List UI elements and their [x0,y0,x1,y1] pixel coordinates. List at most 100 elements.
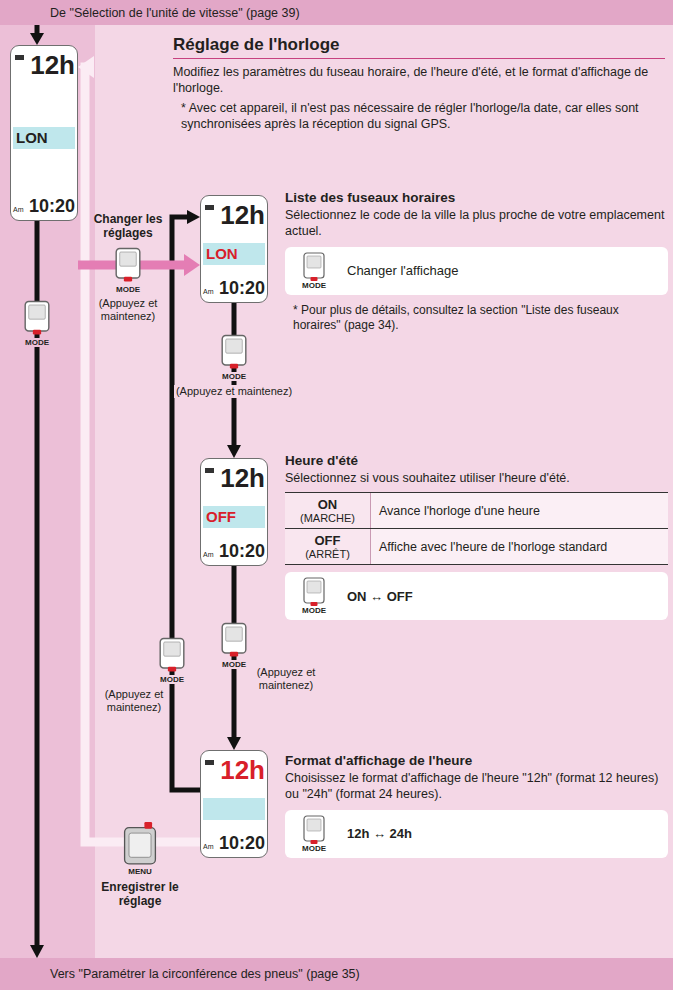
lcd-time: 10:20 [219,279,265,297]
section-title: Réglage de l'horloge [173,35,665,59]
lcd-bottom-row: Am10:20 [203,542,265,560]
mode-button-icon-use [304,578,324,606]
flow-arrow [232,303,237,446]
mode-button-icon [25,301,49,334]
lcd-time: 10:20 [219,542,265,560]
key-icon-column: MODE [297,577,331,615]
edge-label: MODE [23,338,51,347]
lcd-big-digits: 12h [220,757,265,783]
button-instruction: (Appuyez et maintenez) [91,297,165,322]
arrow-head [184,254,200,276]
arrow-head [227,445,241,458]
group-body: Sélectionnez si vous souhaitez utiliser … [285,470,668,486]
mode-button-icon [303,815,325,845]
button-instruction: (Appuyez et maintenez) [174,385,294,398]
group-heading: Format d'affichage de l'heure [285,753,668,768]
lcd-time: 10:20 [219,834,265,852]
group-slot: ON(MARCHE) Avance l'horloge d'une heureOF… [285,492,668,620]
lcd-mode-icon [205,468,214,473]
lcd-band [203,798,265,820]
lcd-big-digits: 12h [220,202,265,228]
setting-group: Format d'affichage de l'heureChoisissez … [285,753,668,858]
key-action-box: MODE ON ↔ OFF [285,572,668,620]
mode-button-icon-use [304,253,324,281]
nav-band: De "Sélection de l'unité de vitesse" (pa… [0,0,673,25]
lcd-mode-icon [205,205,214,210]
section-panel: Réglage de l'horlogeModifiez les paramèt… [95,25,673,958]
arrow-head [187,210,200,224]
group-body: Choisissez le format d'affichage de l'he… [285,770,668,803]
button-name: MODE [114,285,142,294]
flow-arrow [35,25,40,34]
nav-band: Vers "Paramétrer la circonférence des pn… [0,958,673,990]
mode-button-icon [222,335,246,368]
lcd-mode-icon [205,760,214,765]
table-value: Affiche avec l'heure de l'horloge standa… [379,539,607,555]
table-value-cell: Avance l'horloge d'une heure [370,493,668,528]
lcd-mode-icon [15,55,24,60]
arrow-head [30,945,44,958]
button-instruction: (Appuyez et maintenez) [100,688,168,713]
edge-label: MODE [220,660,248,669]
arrow-head [78,56,94,78]
device-screen: 12hAm 10:20 [200,750,268,858]
key-action: 12h ↔ 24h [347,826,412,841]
device-screen: 12hOFF Am10:20 [200,458,268,566]
table-key-cell: OFF(ARRÊT) [285,529,370,564]
section-note: * Avec cet appareil, il n'est pas nécess… [173,100,665,133]
table-key-sub: (MARCHE) [300,512,355,524]
key-action: Changer l'affichage [347,263,458,278]
mode-button-icon [303,577,325,607]
setting-group: Liste des fuseaux horairesSélectionnez l… [285,190,668,334]
table-key-cell: ON(MARCHE) [285,493,370,528]
edge-label: Enregistrer le réglage [92,880,188,909]
table-value-cell: Affiche avec l'heure de l'horloge standa… [370,529,668,564]
lcd-band: OFF [203,506,265,528]
mode-button-icon [222,623,246,656]
device-screen: 12hLON Am 10:20 [10,45,78,221]
panel-ground [95,25,673,958]
key-action: ON ↔ OFF [347,589,413,604]
lcd-band: LON [203,243,265,265]
group-heading: Heure d'été [285,453,668,468]
key-icon-column: MODE [297,252,331,290]
menu-button-icon [125,822,156,864]
nav-text: De "Sélection de l'unité de vitesse" (pa… [50,6,300,20]
arrow-head [227,737,241,750]
edge-label: MODE [158,675,186,684]
key-name: MODE [302,607,326,615]
group-slot: MODE Changer l'affichage [285,247,668,295]
group-note: * Pour plus de détails, consultez la sec… [285,303,668,334]
key-action-box: MODE 12h ↔ 24h [285,810,668,858]
lcd-top-row: 12h [203,757,265,783]
lcd-top-row: 12h [203,202,265,228]
table-key: OFF [315,533,341,548]
table-row: ON(MARCHE) Avance l'horloge d'une heure [285,493,668,529]
lcd-am: Am [203,288,214,295]
table-value: Avance l'horloge d'une heure [379,503,540,519]
lcd-am: Am [203,843,214,850]
table-row: OFF(ARRÊT) Affiche avec l'heure de l'horl… [285,529,668,565]
group-body: Sélectionnez le code de la ville la plus… [285,207,668,240]
key-icon-column: MODE [297,815,331,853]
lcd-band: LON [13,127,75,149]
lcd-am: Am [13,206,24,213]
lcd-big-digits: 12h [220,465,265,491]
lcd-band-text: OFF [206,509,236,524]
flow-arrow [85,67,200,842]
lcd-top-row: 12h [203,465,265,491]
key-name: MODE [302,282,326,290]
mode-button-icon [303,252,325,282]
key-action-box: MODE Changer l'affichage [285,247,668,295]
mode-button-icon-use [304,816,324,844]
button-instruction: (Appuyez et maintenez) [251,666,321,691]
lcd-bottom-row: Am 10:20 [13,197,75,215]
lcd-top-row: 12h [13,52,75,78]
table-key-sub: (ARRÊT) [305,548,350,560]
lcd-time: 10:20 [29,197,75,215]
section-description: Modifiez les paramètres du fuseau horair… [173,64,665,97]
device-screen: 12hLON Am 10:20 [200,195,268,303]
panel-head: Réglage de l'horlogeModifiez les paramèt… [173,35,665,132]
mode-button-icon [160,638,184,671]
